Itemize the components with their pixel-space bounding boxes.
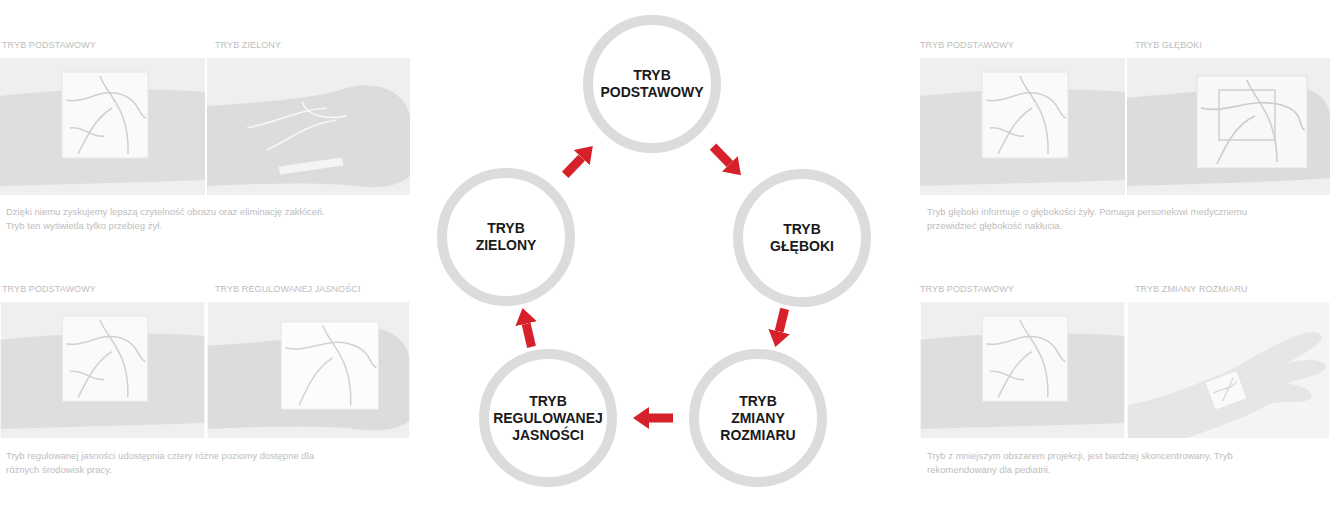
panel-label: TRYB PODSTAWOWY xyxy=(2,40,96,50)
mode-name: TRYB ZMIANY ROZMIARU xyxy=(716,393,800,444)
mode-name: TRYB PODSTAWOWY xyxy=(596,67,708,101)
flow-arrow xyxy=(779,309,785,332)
photo-panel xyxy=(920,58,1125,195)
mode-name: TRYB REGULOWANEJ JASNOŚCI xyxy=(489,393,607,444)
panel-caption: Dzięki niemu zyskujemy lepszą czytelność… xyxy=(6,205,336,233)
photo-panel xyxy=(1127,58,1330,195)
photo-panel xyxy=(208,302,410,438)
flow-arrow xyxy=(649,414,673,423)
photo-panel xyxy=(207,58,410,195)
circle-ring xyxy=(738,174,866,302)
mode-circle: TRYB ZMIANY ROZMIARU xyxy=(688,348,828,488)
photo-panel xyxy=(1128,302,1330,438)
circle-ring xyxy=(588,20,716,148)
panel-label: TRYB ZMIANY ROZMIARU xyxy=(1135,284,1248,294)
circle-ring xyxy=(442,173,570,301)
flow-arrow xyxy=(526,324,531,347)
circle-ring xyxy=(694,354,822,482)
panel-caption: Tryb głęboki informuje o głębokości żyły… xyxy=(927,205,1247,233)
photo-panel xyxy=(0,58,205,195)
mode-name: TRYB ZIELONY xyxy=(466,220,546,254)
panel-label: TRYB PODSTAWOWY xyxy=(920,40,1014,50)
photo-panel xyxy=(1,302,205,438)
mode-circle: TRYB ZIELONY xyxy=(436,167,576,307)
panel-label: TRYB PODSTAWOWY xyxy=(920,284,1014,294)
panel-label: TRYB PODSTAWOWY xyxy=(2,284,96,294)
panel-label: TRYB ZIELONY xyxy=(215,40,281,50)
photo-panel xyxy=(921,302,1125,438)
flow-arrow xyxy=(713,147,730,164)
panel-caption: Tryb regulowanej jasności udostępnia czt… xyxy=(6,449,316,477)
mode-circle: TRYB GŁĘBOKI xyxy=(732,168,872,308)
mode-circle: TRYB PODSTAWOWY xyxy=(582,14,722,154)
mode-name: TRYB GŁĘBOKI xyxy=(766,221,838,255)
panel-label: TRYB REGULOWANEJ JASNOŚCI xyxy=(215,284,361,294)
panel-label: TRYB GŁĘBOKI xyxy=(1135,40,1202,50)
panel-caption: Tryb z mniejszym obszarem projekcji, jes… xyxy=(927,449,1247,477)
flow-arrow xyxy=(565,158,582,175)
mode-circle: TRYB REGULOWANEJ JASNOŚCI xyxy=(478,348,618,488)
circle-ring xyxy=(484,354,612,482)
